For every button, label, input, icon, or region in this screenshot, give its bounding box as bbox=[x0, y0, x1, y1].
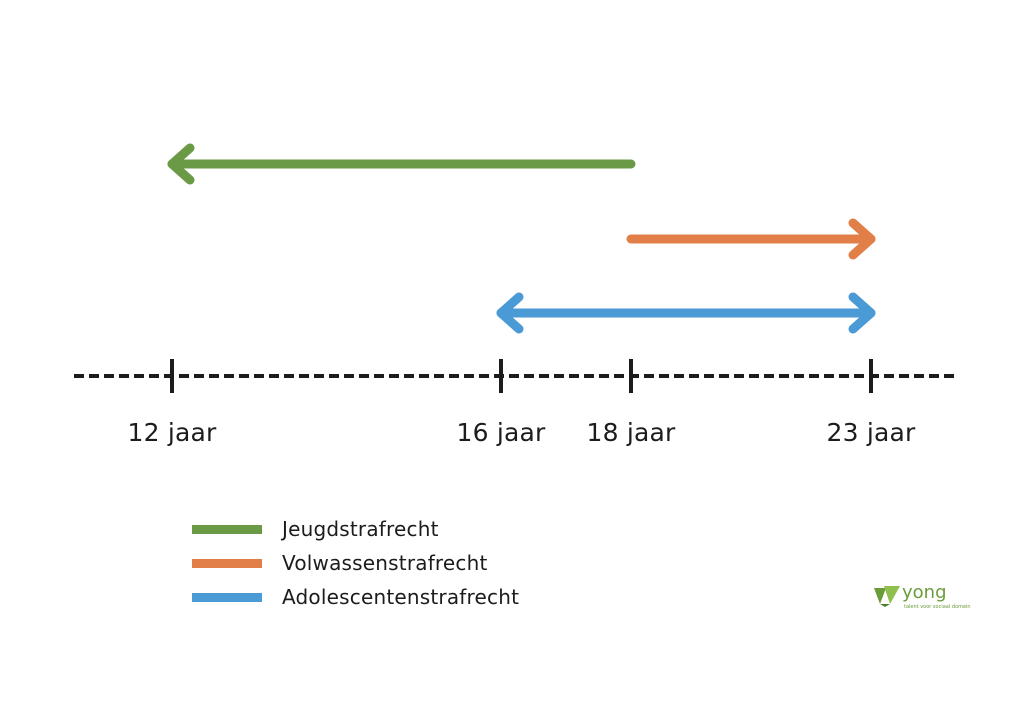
legend-swatch-green bbox=[192, 524, 262, 534]
logo-name: yong bbox=[902, 582, 947, 603]
age-ticks bbox=[170, 359, 873, 393]
legend-swatch-orange bbox=[192, 558, 262, 568]
logo-tagline: talent voor sociaal domein bbox=[904, 604, 971, 610]
tick-label-16: 16 jaar bbox=[456, 418, 546, 447]
tick-label-18: 18 jaar bbox=[586, 418, 676, 447]
legend-label: Volwassenstrafrecht bbox=[282, 551, 488, 575]
legend: Jeugdstrafrecht Volwassenstrafrecht Adol… bbox=[192, 512, 519, 614]
tick-label-12: 12 jaar bbox=[127, 418, 217, 447]
tick-label-23: 23 jaar bbox=[826, 418, 916, 447]
legend-item-jeugdstrafrecht: Jeugdstrafrecht bbox=[192, 512, 519, 546]
yong-logo: yong talent voor sociaal domein bbox=[872, 582, 971, 614]
arrowhead-right-adolescenten bbox=[848, 292, 876, 334]
leaf-logo-icon bbox=[874, 586, 900, 607]
legend-item-volwassenstrafrecht: Volwassenstrafrecht bbox=[192, 546, 519, 580]
legend-label: Adolescentenstrafrecht bbox=[282, 585, 520, 609]
arrowhead-left-jeugd bbox=[167, 143, 195, 185]
legend-label: Jeugdstrafrecht bbox=[282, 517, 439, 541]
legend-item-adolescentenstrafrecht: Adolescentenstrafrecht bbox=[192, 580, 519, 614]
arrowhead-right-volwassen bbox=[848, 218, 876, 260]
law-range-arrows bbox=[167, 143, 876, 334]
arrowhead-left-adolescenten bbox=[496, 292, 524, 334]
legend-swatch-blue bbox=[192, 592, 262, 602]
